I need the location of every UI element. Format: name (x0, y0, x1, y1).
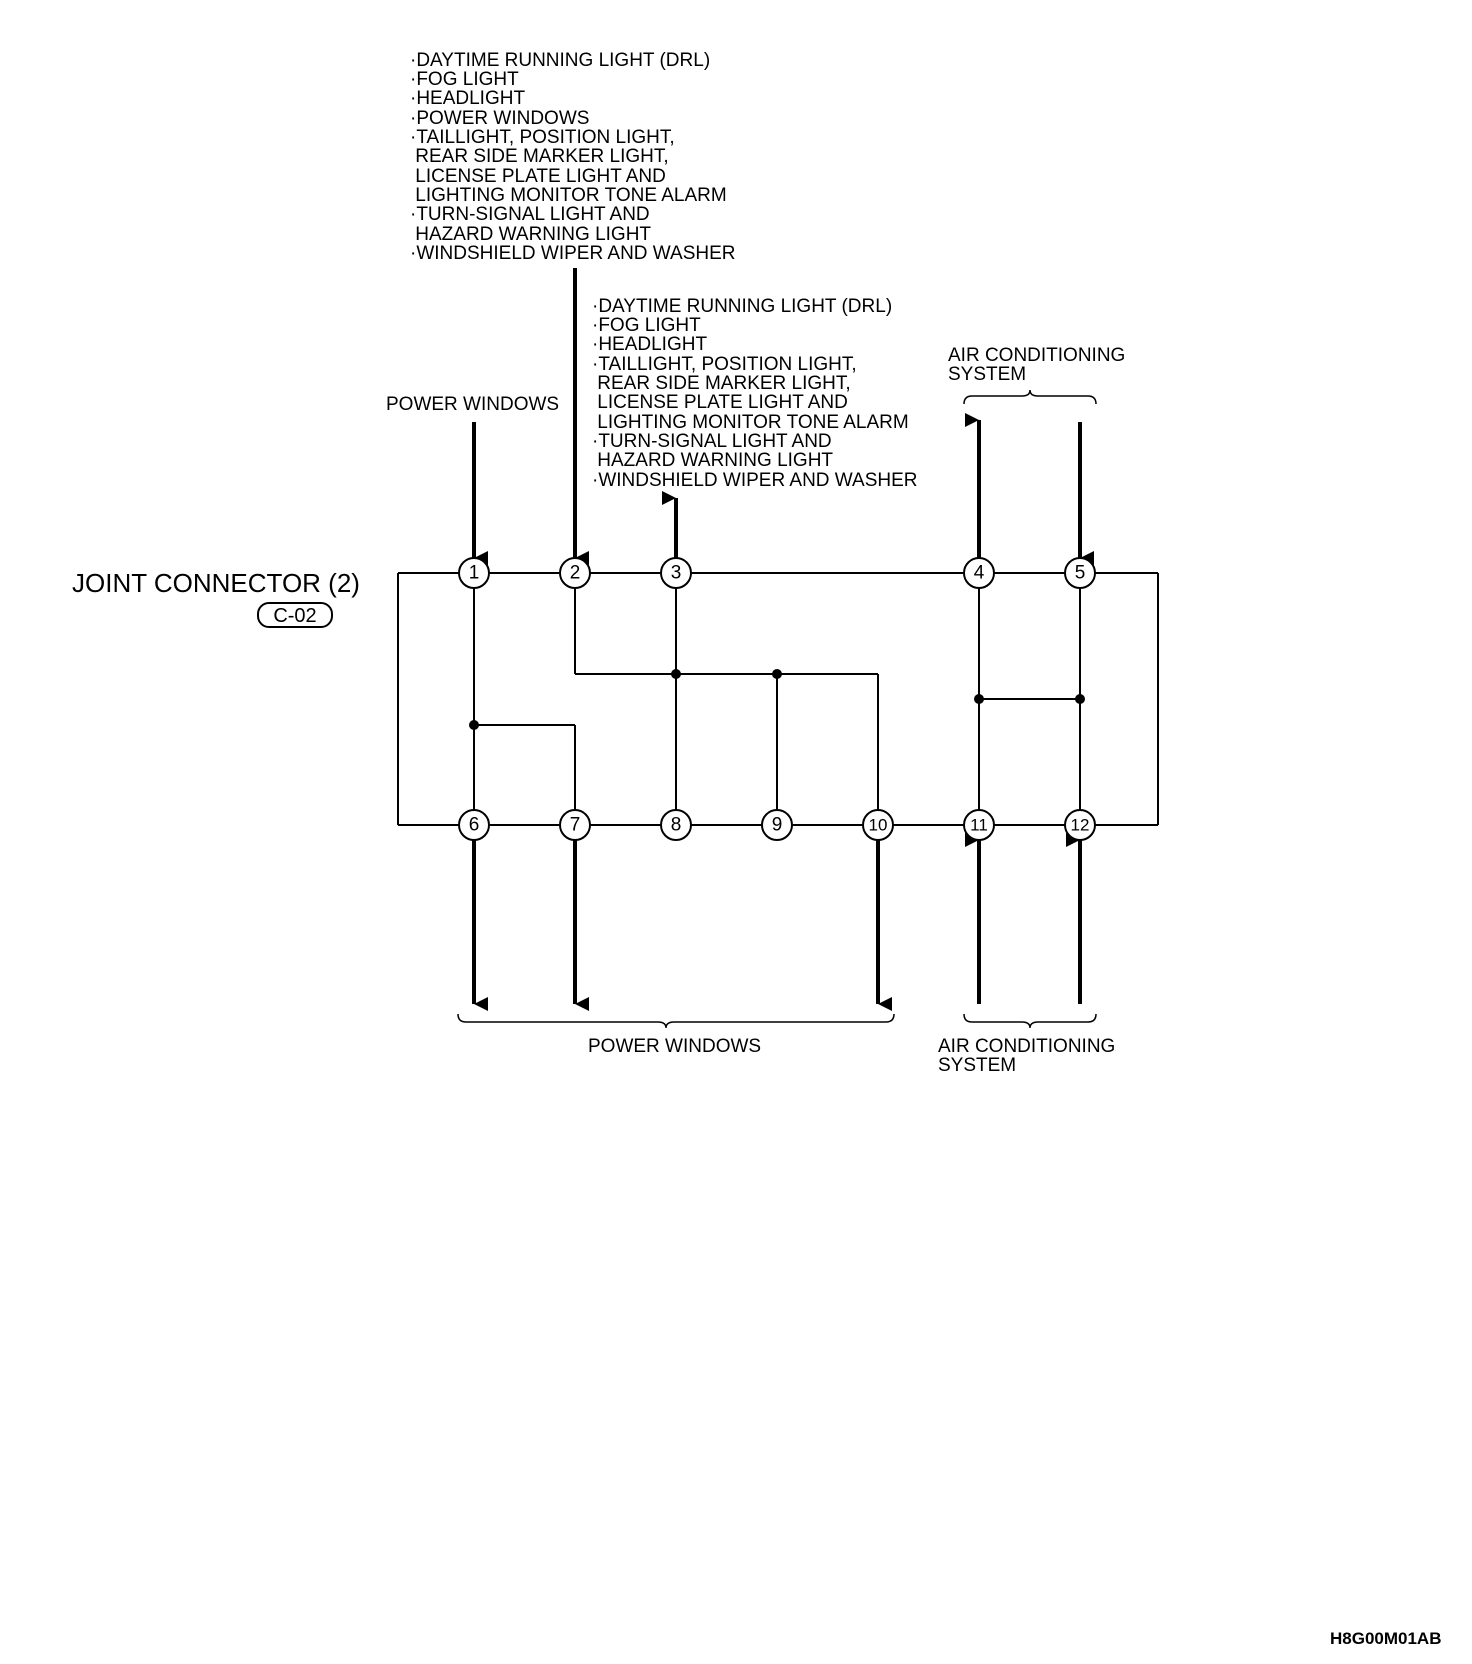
svg-text:REAR SIDE MARKER LIGHT,: REAR SIDE MARKER LIGHT, (592, 373, 851, 394)
pin-9: 9 (761, 809, 793, 841)
pin-2: 2 (559, 557, 591, 589)
svg-text:·HEADLIGHT: ·HEADLIGHT (410, 88, 525, 109)
svg-text:HAZARD WARNING LIGHT: HAZARD WARNING LIGHT (592, 450, 833, 471)
ac-bottom-brace (963, 1013, 1097, 1029)
junction-dot (974, 694, 984, 704)
connector-outline (397, 572, 1159, 826)
svg-text:9: 9 (772, 815, 783, 836)
pin-10: 10 (862, 809, 894, 841)
svg-text:LIGHTING MONITOR TONE ALARM: LIGHTING MONITOR TONE ALARM (592, 412, 909, 433)
pin-5: 5 (1064, 557, 1096, 589)
svg-text:·DAYTIME RUNNING LIGHT (DRL): ·DAYTIME RUNNING LIGHT (DRL) (410, 50, 710, 71)
svg-text:HAZARD WARNING LIGHT: HAZARD WARNING LIGHT (410, 224, 651, 245)
svg-text:4: 4 (974, 563, 985, 584)
pin-6: 6 (458, 809, 490, 841)
pin-4: 4 (963, 557, 995, 589)
svg-text:·TURN-SIGNAL LIGHT AND: ·TURN-SIGNAL LIGHT AND (592, 431, 832, 452)
svg-text:2: 2 (570, 563, 581, 584)
figure-id: H8G00M01AB (1330, 1629, 1442, 1648)
svg-text:12: 12 (1071, 816, 1090, 835)
pins: 1 2 3 4 5 6 7 8 9 10 11 12 (458, 557, 1096, 841)
svg-text:AIR CONDITIONING: AIR CONDITIONING (938, 1036, 1115, 1057)
svg-text:·POWER WINDOWS: ·POWER WINDOWS (410, 108, 589, 129)
svg-text:·DAYTIME RUNNING LIGHT (DRL): ·DAYTIME RUNNING LIGHT (DRL) (592, 296, 892, 317)
svg-text:LICENSE PLATE LIGHT AND: LICENSE PLATE LIGHT AND (592, 392, 848, 413)
junction-dot (469, 720, 479, 730)
connector-title: JOINT CONNECTOR (2) (72, 568, 360, 598)
junction-dot (772, 669, 782, 679)
ac-top-brace (963, 389, 1097, 405)
pin-1: 1 (458, 557, 490, 589)
svg-text:REAR SIDE MARKER LIGHT,: REAR SIDE MARKER LIGHT, (410, 146, 669, 167)
connector-code-badge: C-02 (257, 602, 333, 628)
pin2-label-list: ·DAYTIME RUNNING LIGHT (DRL) ·FOG LIGHT … (410, 50, 736, 264)
pin1-label: POWER WINDOWS (386, 394, 559, 415)
svg-text:·TAILLIGHT, POSITION LIGHT,: ·TAILLIGHT, POSITION LIGHT, (592, 354, 857, 375)
svg-text:6: 6 (469, 815, 480, 836)
junction-dot (671, 669, 681, 679)
svg-text:·TAILLIGHT, POSITION LIGHT,: ·TAILLIGHT, POSITION LIGHT, (410, 127, 675, 148)
pin-11: 11 (963, 809, 995, 841)
svg-text:·HEADLIGHT: ·HEADLIGHT (592, 334, 707, 355)
svg-text:3: 3 (671, 563, 682, 584)
internal-wiring (473, 573, 1081, 825)
svg-text:·WINDSHIELD WIPER AND WASHER: ·WINDSHIELD WIPER AND WASHER (592, 470, 918, 491)
svg-text:·WINDSHIELD WIPER AND WASHER: ·WINDSHIELD WIPER AND WASHER (410, 243, 736, 264)
power-windows-bottom-label: POWER WINDOWS (588, 1036, 761, 1057)
svg-text:LICENSE PLATE LIGHT AND: LICENSE PLATE LIGHT AND (410, 166, 666, 187)
svg-text:5: 5 (1075, 563, 1086, 584)
ac-top-label: AIR CONDITIONING SYSTEM (948, 345, 1125, 385)
connector-code: C-02 (273, 605, 316, 627)
pin-8: 8 (660, 809, 692, 841)
svg-text:SYSTEM: SYSTEM (948, 364, 1026, 385)
svg-text:LIGHTING MONITOR TONE ALARM: LIGHTING MONITOR TONE ALARM (410, 185, 727, 206)
junction-dots (469, 669, 1085, 730)
svg-text:SYSTEM: SYSTEM (938, 1055, 1016, 1076)
pin-12: 12 (1064, 809, 1096, 841)
ac-bottom-label: AIR CONDITIONING SYSTEM (938, 1036, 1115, 1076)
svg-text:·FOG LIGHT: ·FOG LIGHT (592, 315, 701, 336)
svg-text:7: 7 (570, 815, 581, 836)
pin-7: 7 (559, 809, 591, 841)
pin3-label-list: ·DAYTIME RUNNING LIGHT (DRL) ·FOG LIGHT … (592, 296, 918, 491)
svg-text:·TURN-SIGNAL LIGHT AND: ·TURN-SIGNAL LIGHT AND (410, 204, 650, 225)
external-leads (472, 268, 1094, 1011)
svg-text:10: 10 (869, 816, 888, 835)
svg-text:8: 8 (671, 815, 682, 836)
svg-text:1: 1 (469, 563, 480, 584)
power-windows-brace (457, 1013, 895, 1029)
svg-text:·FOG LIGHT: ·FOG LIGHT (410, 69, 519, 90)
svg-text:AIR CONDITIONING: AIR CONDITIONING (948, 345, 1125, 366)
pin-3: 3 (660, 557, 692, 589)
svg-text:11: 11 (970, 816, 988, 835)
junction-dot (1075, 694, 1085, 704)
